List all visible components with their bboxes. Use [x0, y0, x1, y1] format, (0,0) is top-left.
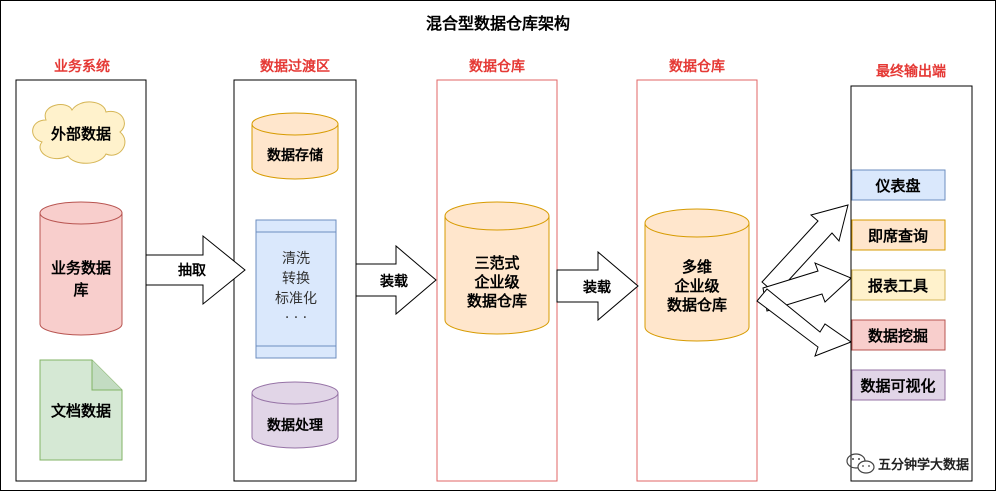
heading-warehouse-2: 数据仓库 — [669, 58, 725, 75]
output-label-dashboard: 仪表盘 — [874, 177, 920, 195]
load-label-2: 装载 — [582, 279, 611, 296]
warehouse-2-line-1: 多维 — [682, 258, 712, 276]
output-box-adhoc-query — [851, 219, 946, 251]
process-line-4: · · · — [285, 310, 307, 326]
warehouse-1-line-2: 企业级 — [473, 273, 520, 291]
warehouse-2-cylinder — [644, 208, 750, 342]
heading-warehouse-1: 数据仓库 — [469, 58, 525, 75]
data-storage-cylinder — [251, 112, 339, 180]
heading-business: 业务系统 — [54, 58, 110, 75]
output-label-adhoc-query: 即席查询 — [868, 227, 928, 245]
warehouse-2-line-3: 数据仓库 — [667, 296, 727, 314]
load-arrow-2 — [556, 250, 639, 322]
data-handling-cylinder — [251, 381, 339, 449]
diagram-title: 混合型数据仓库架构 — [426, 14, 570, 33]
output-label-report-tool: 报表工具 — [868, 277, 928, 295]
output-box-dashboard — [851, 169, 946, 201]
output-box-data-mining — [851, 319, 946, 351]
data-handling-label: 数据处理 — [267, 417, 323, 434]
business-db-cylinder — [39, 201, 123, 336]
wechat-icon — [846, 453, 875, 474]
external-data-label: 外部数据 — [50, 125, 111, 143]
process-box — [255, 219, 337, 359]
external-data-cloud — [32, 101, 126, 164]
business-db-label-line2: 库 — [73, 281, 88, 299]
warehouse-1-cylinder — [444, 201, 550, 335]
warehouse-2-line-2: 企业级 — [673, 277, 720, 295]
load-label-1: 装载 — [379, 273, 408, 290]
extract-arrow — [145, 234, 246, 306]
warehouse-1-line-3: 数据仓库 — [467, 292, 527, 310]
data-storage-label: 数据存储 — [267, 147, 323, 164]
extract-label: 抽取 — [178, 262, 207, 279]
heading-output: 最终输出端 — [876, 63, 946, 80]
output-label-data-visualization: 数据可视化 — [860, 377, 935, 395]
output-box-data-visualization — [851, 369, 946, 401]
process-line-2: 转换 — [282, 270, 310, 287]
output-label-data-mining: 数据挖掘 — [868, 327, 928, 345]
document-data-label: 文档数据 — [51, 402, 111, 420]
warehouse-1-line-1: 三范式 — [474, 254, 519, 272]
process-line-1: 清洗 — [282, 251, 310, 267]
output-box-report-tool — [851, 269, 946, 301]
fanout-arrows — [756, 204, 853, 357]
fanout-arrow-3 — [756, 288, 853, 357]
business-db-label-line1: 业务数据 — [51, 259, 111, 277]
heading-staging: 数据过渡区 — [260, 58, 330, 75]
load-arrow-1 — [355, 244, 437, 316]
process-line-3: 标准化 — [275, 291, 317, 307]
document-fold — [91, 360, 122, 391]
watermark-text: 五分钟学大数据 — [878, 457, 969, 473]
